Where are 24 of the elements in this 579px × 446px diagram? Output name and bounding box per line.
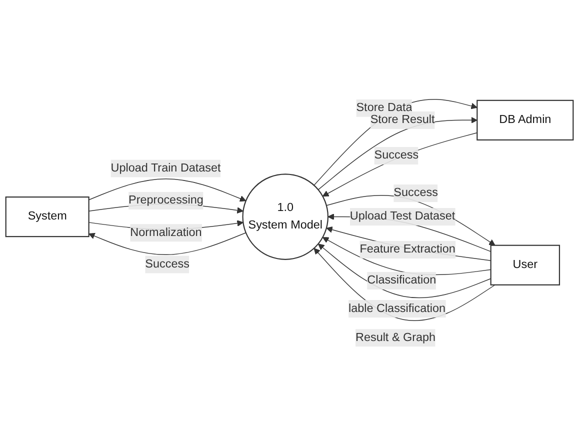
arrow <box>318 116 478 190</box>
edge-label: Classification <box>367 274 436 287</box>
node-box: DB Admin <box>476 100 574 140</box>
edge-label: Normalization <box>130 226 202 239</box>
arrow <box>322 237 492 276</box>
arrow <box>88 232 246 256</box>
edge-label: Upload Train Dataset <box>110 162 221 174</box>
edge-label: Upload Test Dataset <box>350 210 456 223</box>
edge-label: Success <box>145 258 190 270</box>
arrow <box>322 132 478 197</box>
edge-label: Store Data <box>356 102 412 114</box>
edge-label: Success <box>394 186 438 200</box>
arrow <box>88 178 246 202</box>
edge-label: Preprocessing <box>128 194 204 207</box>
edge-label: lable Classification <box>348 302 446 315</box>
arrow <box>318 244 492 298</box>
edge-label: Store Result <box>370 114 435 126</box>
node-box: User <box>490 244 560 286</box>
edge-label: Result & Graph <box>355 331 436 344</box>
edge-label: Feature Extraction <box>360 243 456 256</box>
edge-label: Success <box>374 149 419 162</box>
node-box: System <box>5 196 90 238</box>
arrow <box>326 226 492 261</box>
node-circle: 1.0 System Model <box>242 174 329 260</box>
